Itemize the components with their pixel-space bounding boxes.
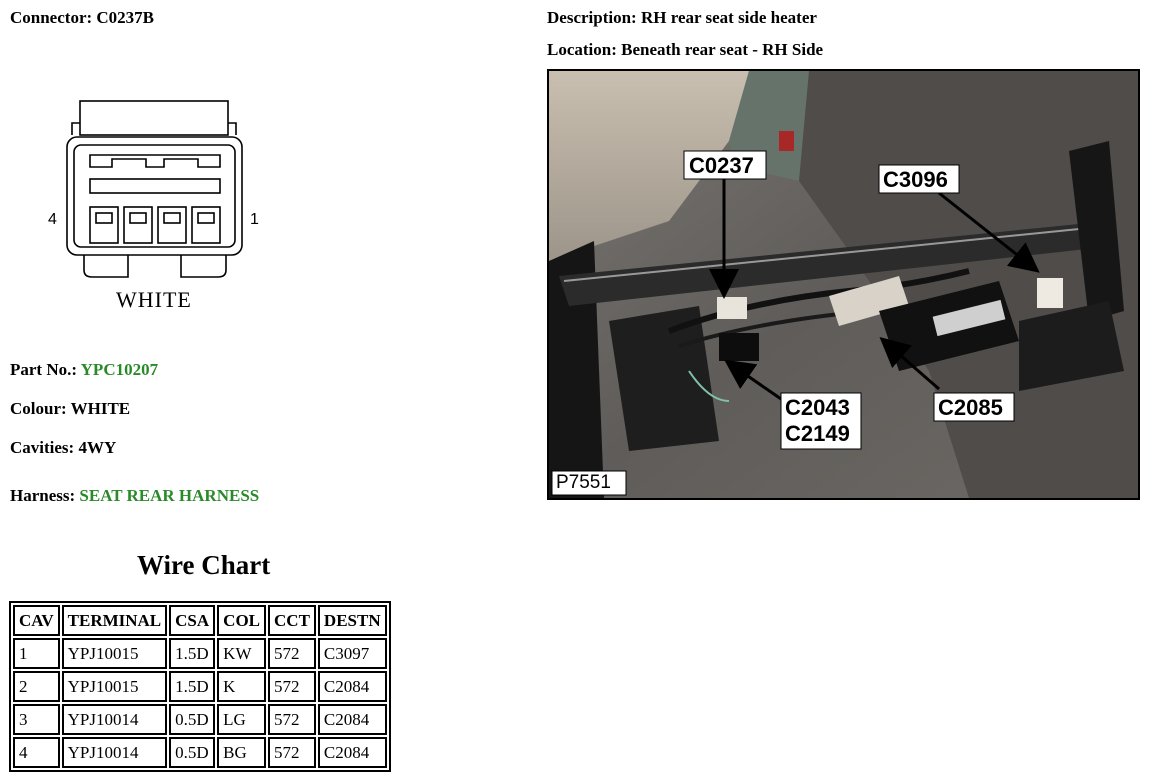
wire-chart-table: CAV TERMINAL CSA COL CCT DESTN 1 YPJ1001…: [9, 601, 391, 772]
harness-label: Harness:: [10, 486, 76, 505]
cell-destn: C2084: [317, 671, 387, 702]
location-value: Beneath rear seat - RH Side: [621, 40, 824, 59]
cavities-label: Cavities:: [10, 438, 75, 457]
cell-destn: C2084: [317, 737, 387, 768]
harness-link[interactable]: SEAT REAR HARNESS: [79, 486, 260, 505]
cell-cav: 1: [13, 638, 60, 669]
cell-terminal: YPJ10015: [61, 638, 168, 669]
wire-chart-header-row: CAV TERMINAL CSA COL CCT DESTN: [13, 605, 387, 636]
connector-label: Connector:: [10, 8, 93, 27]
part-no-line: Part No.: YPC10207: [10, 360, 158, 380]
header-cav: CAV: [13, 605, 60, 636]
colour-line: Colour: WHITE: [10, 399, 130, 419]
description-line: Description: RH rear seat side heater: [547, 8, 817, 28]
header-cct: CCT: [268, 605, 316, 636]
connector-value: C0237B: [96, 8, 155, 27]
wire-chart-title: Wire Chart: [137, 550, 271, 580]
table-row: 3 YPJ10014 0.5D LG 572 C2084: [13, 704, 387, 735]
cell-cct: 572: [268, 671, 316, 702]
cell-destn: C2084: [317, 704, 387, 735]
callout-c0237: C0237: [689, 153, 754, 178]
cell-terminal: YPJ10014: [61, 737, 168, 768]
description-label: Description:: [547, 8, 637, 27]
cell-cct: 572: [268, 704, 316, 735]
cell-cav: 4: [13, 737, 60, 768]
table-row: 1 YPJ10015 1.5D KW 572 C3097: [13, 638, 387, 669]
header-destn: DESTN: [317, 605, 387, 636]
callout-c3096: C3096: [883, 167, 948, 192]
part-no-label: Part No.:: [10, 360, 78, 379]
cell-cav: 3: [13, 704, 60, 735]
connector-diagram: 4 1 WHITE: [40, 95, 280, 325]
cell-csa: 0.5D: [169, 704, 216, 735]
location-label: Location:: [547, 40, 617, 59]
cell-col: K: [217, 671, 267, 702]
callout-c2043: C2043: [785, 395, 850, 420]
cell-col: BG: [217, 737, 267, 768]
part-no-link[interactable]: YPC10207: [80, 360, 159, 379]
cell-col: KW: [217, 638, 267, 669]
cavities-value: 4WY: [78, 438, 117, 457]
pin-left-label: 4: [48, 211, 57, 228]
header-csa: CSA: [169, 605, 216, 636]
location-photo-image: [549, 71, 1138, 498]
connector-line: Connector: C0237B: [10, 8, 154, 28]
cavities-line: Cavities: 4WY: [10, 438, 116, 458]
cell-terminal: YPJ10014: [61, 704, 168, 735]
cell-csa: 1.5D: [169, 671, 216, 702]
colour-value: WHITE: [70, 399, 131, 418]
cell-cav: 2: [13, 671, 60, 702]
cell-cct: 572: [268, 638, 316, 669]
cell-col: LG: [217, 704, 267, 735]
cell-csa: 0.5D: [169, 737, 216, 768]
cell-csa: 1.5D: [169, 638, 216, 669]
header-terminal: TERMINAL: [61, 605, 168, 636]
callout-c2149: C2149: [785, 421, 850, 446]
callout-c2085: C2085: [938, 395, 1003, 420]
colour-label: Colour:: [10, 399, 67, 418]
location-photo: C0237 C3096 C2043 C2149 C2085 P7551: [547, 69, 1140, 500]
cell-destn: C3097: [317, 638, 387, 669]
diagram-color-label: WHITE: [116, 287, 192, 312]
wire-chart: CAV TERMINAL CSA COL CCT DESTN 1 YPJ1001…: [9, 601, 391, 772]
description-value: RH rear seat side heater: [640, 8, 817, 27]
cell-terminal: YPJ10015: [61, 671, 168, 702]
connector-face-icon: [66, 100, 243, 278]
photo-id: P7551: [556, 472, 611, 493]
table-row: 2 YPJ10015 1.5D K 572 C2084: [13, 671, 387, 702]
cell-cct: 572: [268, 737, 316, 768]
header-col: COL: [217, 605, 267, 636]
location-line: Location: Beneath rear seat - RH Side: [547, 40, 823, 60]
table-row: 4 YPJ10014 0.5D BG 572 C2084: [13, 737, 387, 768]
pin-right-label: 1: [250, 211, 259, 228]
harness-line: Harness: SEAT REAR HARNESS: [10, 486, 259, 506]
